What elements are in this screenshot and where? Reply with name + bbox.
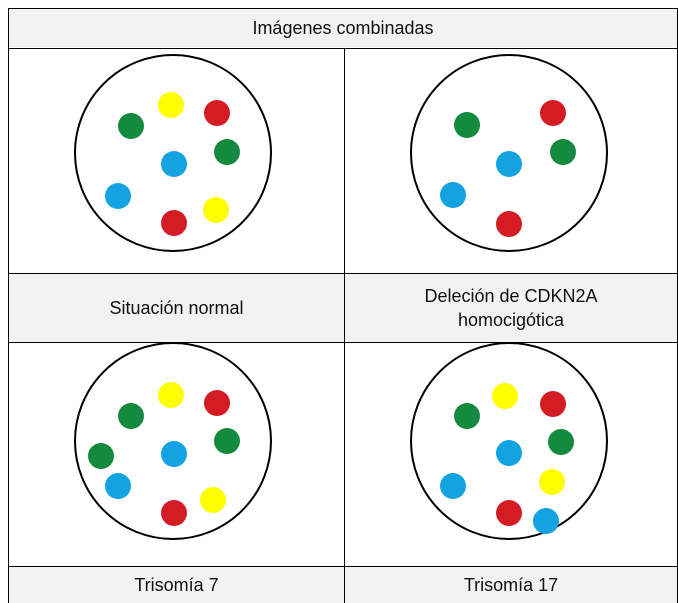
panel-label-normal: Situación normal: [109, 298, 244, 318]
panel-label-cell-normal: Situación normal: [9, 274, 344, 342]
panel-label-trisomy7: Trisomía 7: [134, 575, 219, 595]
table-header-cell: Imágenes combinadas: [9, 9, 677, 47]
panel-image-normal: [9, 49, 344, 273]
panel-label-cell-trisomy17: Trisomía 17: [345, 567, 677, 603]
grid-line: [8, 8, 9, 603]
panel-image-trisomy17: [345, 343, 677, 566]
panel-label-cdkn2a: Deleción de CDKN2A homocigótica: [424, 286, 598, 330]
grid-line: [344, 48, 345, 603]
panel-image-trisomy7: [9, 343, 344, 566]
panel-label-trisomy17: Trisomía 17: [463, 575, 559, 595]
panel-image-cdkn2a: [345, 49, 677, 273]
grid-line: [8, 273, 678, 274]
fish-comparison-table: Imágenes combinadas Situación normal Del…: [8, 8, 678, 603]
panel-label-cell-cdkn2a: Deleción de CDKN2A homocigótica: [345, 274, 677, 342]
grid-line: [8, 342, 678, 343]
grid-line: [8, 8, 678, 9]
grid-line: [8, 566, 678, 567]
grid-line: [8, 48, 678, 49]
table-header-title: Imágenes combinadas: [252, 18, 434, 38]
panel-label-cell-trisomy7: Trisomía 7: [9, 567, 344, 603]
